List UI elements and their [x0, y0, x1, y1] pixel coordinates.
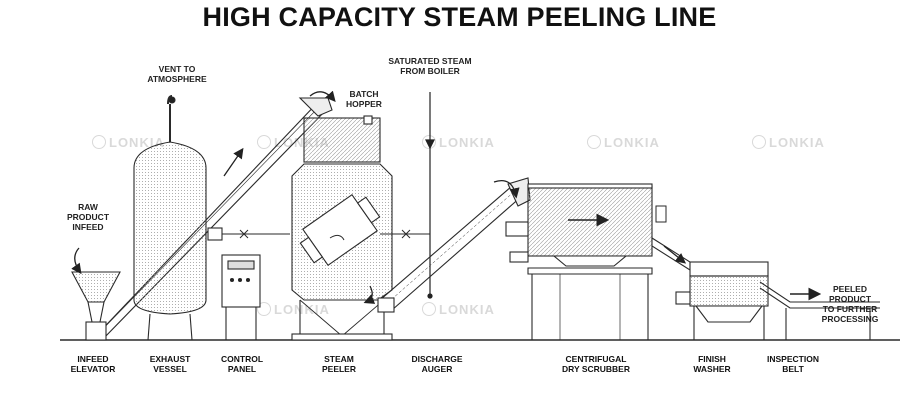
caption-centrifugal-dry-scrubber: CENTRIFUGAL DRY SCRUBBER: [561, 354, 630, 374]
watermark-logo-icon: [257, 135, 271, 149]
watermark-logo-icon: [752, 135, 766, 149]
exhaust-vessel: [133, 95, 207, 341]
discharge-auger: [377, 177, 531, 313]
washer-feed-arrow: [663, 245, 687, 264]
infeed-elevator: [71, 97, 333, 341]
batch-hopper-callout: BATCH HOPPER: [346, 89, 382, 109]
caption-steam-peeler: STEAM PEELER: [321, 354, 356, 374]
steam-pipe: [207, 227, 430, 241]
watermark: LONKIA: [422, 302, 495, 317]
watermark: LONKIA: [752, 135, 825, 150]
watermark-logo-icon: [587, 135, 601, 149]
watermark-logo-icon: [92, 135, 106, 149]
watermark-logo-icon: [257, 302, 271, 316]
auger-discharge-arrow: [493, 179, 520, 199]
caption-infeed-elevator: INFEED ELEVATOR: [70, 354, 116, 374]
conveyor-direction-arrow: [223, 147, 244, 177]
watermark: LONKIA: [587, 135, 660, 150]
caption-control-panel: CONTROL PANEL: [220, 354, 264, 374]
caption-discharge-auger: DISCHARGE AUGER: [411, 354, 463, 374]
caption-finish-washer: FINISH WASHER: [693, 354, 731, 374]
raw-product-callout: RAW PRODUCT INFEED: [66, 202, 110, 232]
peeled-product-callout: PEELED PRODUCT TO FURTHER PROCESSING: [821, 284, 879, 324]
centrifugal-dry-scrubber: [505, 183, 653, 340]
watermark-logo-icon: [422, 135, 436, 149]
scrubber-motor: [655, 205, 667, 223]
steam-supply-callout: SATURATED STEAM FROM BOILER: [388, 56, 472, 76]
vent-callout: VENT TO ATMOSPHERE: [147, 64, 207, 84]
hopper-feed-arrow: [309, 90, 336, 102]
watermark-logo-icon: [422, 302, 436, 316]
steam-peeler: [291, 115, 393, 341]
watermark: LONKIA: [92, 135, 165, 150]
inspection-belt: [759, 281, 880, 340]
caption-inspection-belt: INSPECTION BELT: [767, 354, 819, 374]
caption-exhaust-vessel: EXHAUST VESSEL: [149, 354, 191, 374]
diagram-title: HIGH CAPACITY STEAM PEELING LINE: [202, 2, 717, 32]
watermark: LONKIA: [422, 135, 495, 150]
steam-supply-line: [425, 92, 435, 299]
raw-infeed-arrow: [71, 247, 82, 275]
peeler-discharge-arrow: [363, 285, 376, 304]
finish-washer: [651, 237, 769, 340]
control-panel: [221, 254, 261, 340]
